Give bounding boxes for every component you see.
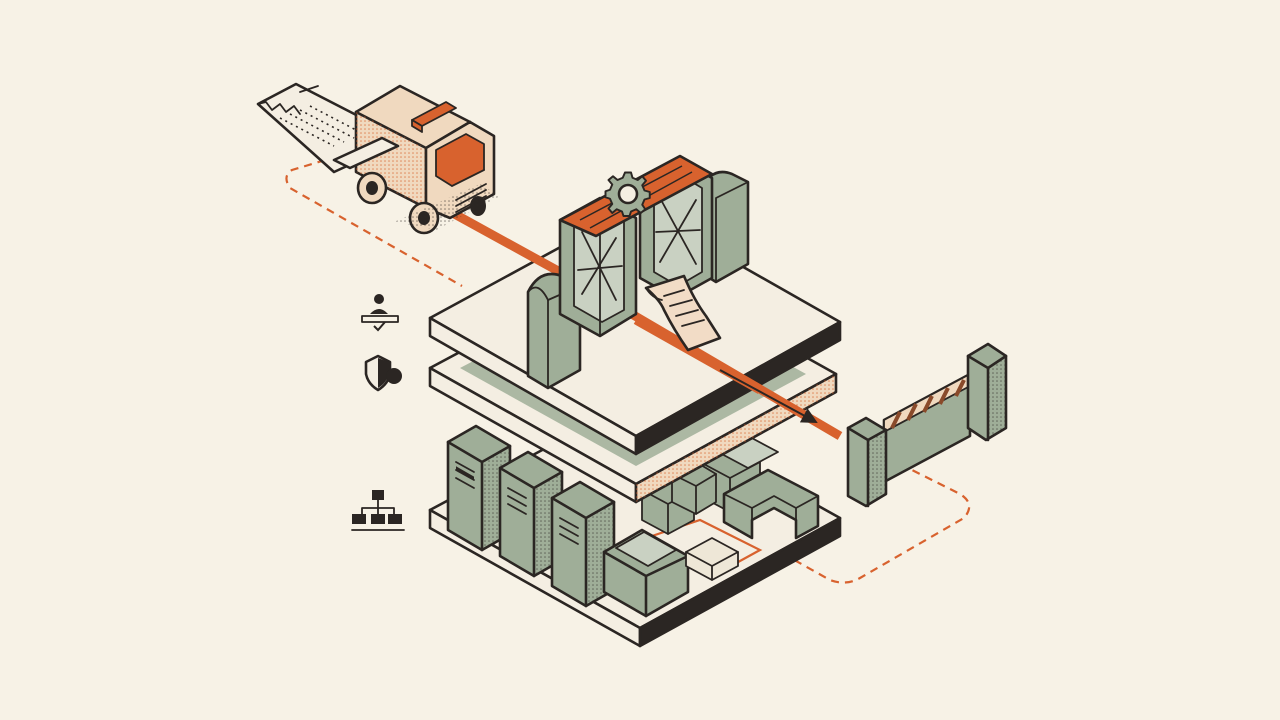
dashed-route-left bbox=[285, 150, 463, 287]
shield-icon bbox=[364, 354, 402, 392]
delivery-truck-icon bbox=[332, 84, 500, 235]
data-flow-line-overlay bbox=[633, 316, 763, 394]
document-scroll-icon bbox=[644, 274, 722, 352]
storage-box-large bbox=[602, 528, 690, 618]
dashed-route-right bbox=[779, 463, 971, 584]
gear-icon bbox=[604, 171, 651, 217]
user-check-icon bbox=[361, 294, 399, 332]
org-chart-icon bbox=[351, 490, 405, 531]
l-shaped-block bbox=[722, 468, 820, 540]
storage-box-flat bbox=[685, 537, 739, 581]
barrier-gate-icon bbox=[846, 342, 1008, 508]
arrow-icon bbox=[719, 369, 818, 423]
